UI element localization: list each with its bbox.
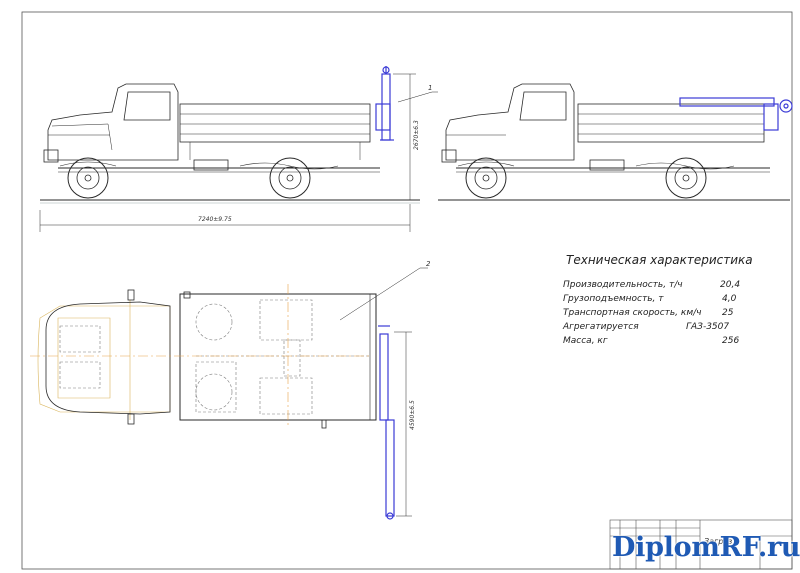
spec-value-speed: 25 [722, 308, 734, 318]
spec-value-capacity: 4,0 [722, 294, 737, 304]
title-block-name: Загруз [704, 537, 732, 546]
cargo-body-2 [577, 103, 765, 143]
spec-value-mass: 256 [722, 336, 739, 346]
watermark-logo: DiplomRF.ru [612, 532, 800, 563]
front-bumper [43, 149, 59, 163]
spec-label-speed: Транспортная скорость, км/ч [563, 308, 701, 318]
truck-side-view-2 [438, 83, 790, 201]
center-axis [30, 284, 372, 428]
hydraulic-loader-plan [378, 325, 395, 520]
hydraulic-loader-side-2 [679, 97, 793, 131]
title-block [609, 519, 793, 570]
cargo-body-plan [179, 293, 377, 421]
callout-1: 1 [428, 84, 432, 92]
length-dimension: 7240±9.75 [198, 216, 232, 223]
hidden-chassis-lines [59, 299, 370, 415]
rear-wheel [269, 157, 311, 199]
callout-2: 2 [426, 260, 431, 268]
width-dimension: 4590±6.5 [409, 400, 416, 430]
spec-label-aggregated: Агрегатируется [562, 322, 639, 332]
cargo-body [179, 103, 371, 143]
front-wheel [67, 157, 109, 199]
cab-plan [45, 301, 171, 415]
spec-label-productivity: Производительность, т/ч [563, 280, 683, 290]
spec-label-mass: Масса, кг [563, 336, 608, 346]
spec-table: Производительность, т/ч 20,4 Грузоподъем… [562, 280, 740, 346]
truck-side-view-1 [40, 83, 420, 204]
cab-outline [47, 83, 179, 161]
spec-value-aggregated: ГАЗ-3507 [686, 322, 729, 332]
height-dimension: 2670±6.3 [413, 120, 420, 150]
cab-plan-ghost [37, 300, 171, 420]
cab-window [123, 91, 171, 121]
dimension-plan [339, 267, 428, 517]
fuel-tank [193, 159, 229, 171]
hydraulic-loader-side-1 [375, 66, 394, 141]
spec-value-productivity: 20,4 [720, 280, 740, 290]
dimension-side-1 [39, 73, 438, 232]
spec-title: Техническая характеристика [566, 253, 753, 267]
truck-plan-view [37, 289, 377, 429]
sheet-frame [21, 11, 793, 570]
spec-label-capacity: Грузоподъемность, т [563, 294, 664, 304]
